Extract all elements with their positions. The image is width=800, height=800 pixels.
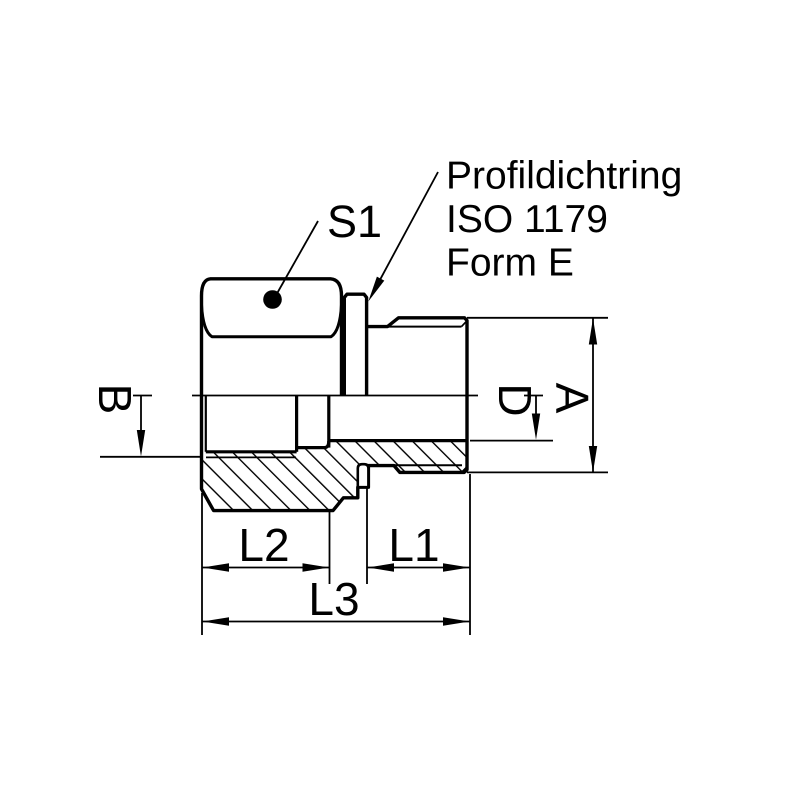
threaded-stud [366, 316, 469, 396]
seal-collar [342, 292, 369, 396]
label-a: A [546, 383, 598, 414]
recess-bottom-line [296, 440, 331, 450]
leader-profildichtring [368, 171, 439, 302]
dim-a-arrowhead-down [588, 446, 598, 473]
annotation-line-2: ISO 1179 [446, 198, 608, 241]
leader-s1 [263, 220, 319, 309]
dim-l2 [202, 563, 329, 572]
annotation-line-1: Profildichtring [446, 155, 682, 198]
thread-end-chamfer-top [460, 321, 467, 328]
hex-silhouette [199, 277, 344, 396]
thread-end-chamfer-bottom [460, 467, 467, 473]
hex-chamfer-facet-line [200, 304, 343, 339]
dim-l1-arrowhead-left [367, 563, 394, 572]
dim-l2-arrowhead-left [202, 563, 229, 572]
dim-l1 [367, 563, 470, 572]
label-l2: L2 [238, 519, 289, 571]
dim-l2-arrowhead-right [302, 563, 329, 572]
seal-ring [356, 462, 370, 489]
s1-leader-dot [263, 290, 282, 309]
label-l1: L1 [388, 519, 439, 571]
dim-b-arrowhead [136, 430, 146, 457]
annotation-block: Profildichtring ISO 1179 Form E [446, 155, 682, 285]
label-l3: L3 [308, 573, 359, 625]
dim-d [470, 395, 553, 442]
hex-body [199, 277, 344, 396]
annotation-line-3: Form E [446, 242, 574, 285]
stud-crest-outline [366, 316, 469, 396]
dim-l3-arrowhead-right [443, 617, 470, 626]
dim-extension-lines [201, 474, 471, 635]
dim-l3-arrowhead-left [202, 617, 229, 626]
label-b: B [89, 384, 141, 415]
dim-d-arrowhead [531, 413, 541, 440]
dim-l1-arrowhead-right [443, 563, 470, 572]
dim-b [100, 395, 202, 458]
label-d: D [489, 383, 541, 416]
label-s1: S1 [327, 196, 382, 247]
dim-a [467, 316, 608, 474]
profildichtring-leader-arrowhead [368, 276, 385, 302]
dim-l3 [202, 617, 470, 626]
dim-a-arrowhead-up [588, 318, 598, 345]
